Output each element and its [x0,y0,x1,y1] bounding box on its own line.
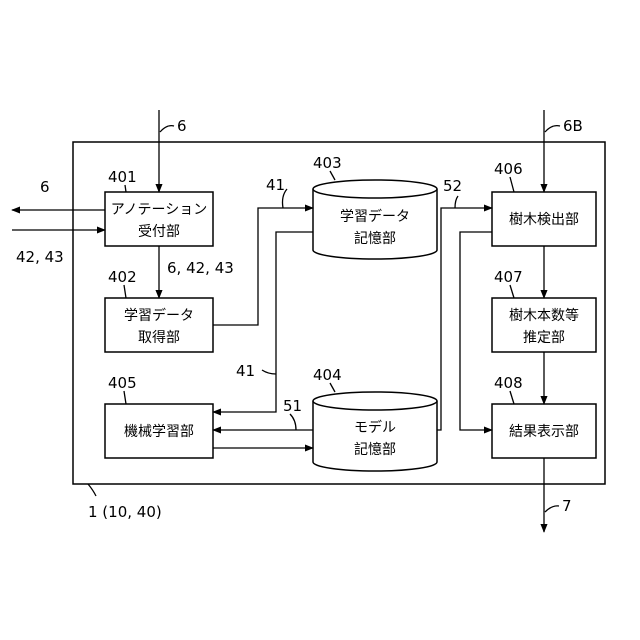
model-store-line2: 記憶部 [354,441,396,458]
model-store-line1: モデル [354,419,396,436]
signal-to-store: 41 [266,176,285,194]
ref-405-leader [124,391,126,404]
leader-model [290,414,296,430]
learning-store-line2: 記憶部 [354,230,396,247]
tree-detect-line1: 樹木検出部 [509,212,579,228]
signal-in-top-right: 6B [563,117,583,135]
ref-407: 407 [494,268,523,286]
ref-406: 406 [494,160,523,178]
acquire-block-line1: 学習データ [124,307,194,324]
leader-out-bottom [545,506,559,512]
signal-to-detect: 52 [443,177,462,195]
leader-from-store [262,370,276,374]
system-leader [88,484,96,496]
tree-count-line2: 推定部 [523,330,565,346]
ref-403: 403 [313,154,342,172]
ref-408-leader [510,391,514,404]
signal-out-left: 6 [40,178,50,196]
annotation-block-line1: アノテーション [111,202,207,218]
tree-count-line1: 樹木本数等 [509,307,579,324]
ref-404-leader [330,383,335,392]
signal-from-store: 41 [236,362,255,380]
signal-in-left: 42, 43 [16,248,64,266]
signal-in-top: 6 [177,117,187,135]
ml-block-line1: 機械学習部 [124,424,194,440]
leader-in-top [160,126,174,132]
ref-402-leader [124,285,126,298]
signal-out-bottom: 7 [562,497,572,515]
system-label: 1 (10, 40) [88,503,162,521]
ref-406-leader [510,177,514,192]
ref-405: 405 [108,374,137,392]
leader-to-detect [455,196,458,208]
arrow-to-detect [437,208,492,430]
ref-401: 401 [108,168,137,186]
ref-403-leader [330,171,335,180]
ref-404: 404 [313,366,342,384]
annotation-block-line2: 受付部 [138,224,180,240]
signal-model: 51 [283,397,302,415]
signal-annot-to-acquire: 6, 42, 43 [167,259,234,277]
leader-in-top-right [545,126,560,132]
ref-401-leader [125,185,126,192]
ref-402: 402 [108,268,137,286]
learning-store-line1: 学習データ [340,208,410,225]
result-line1: 結果表示部 [509,424,579,440]
ref-407-leader [510,285,514,298]
arrow-detect-to-result [460,232,492,430]
ref-408: 408 [494,374,523,392]
acquire-block-line2: 取得部 [138,329,180,346]
